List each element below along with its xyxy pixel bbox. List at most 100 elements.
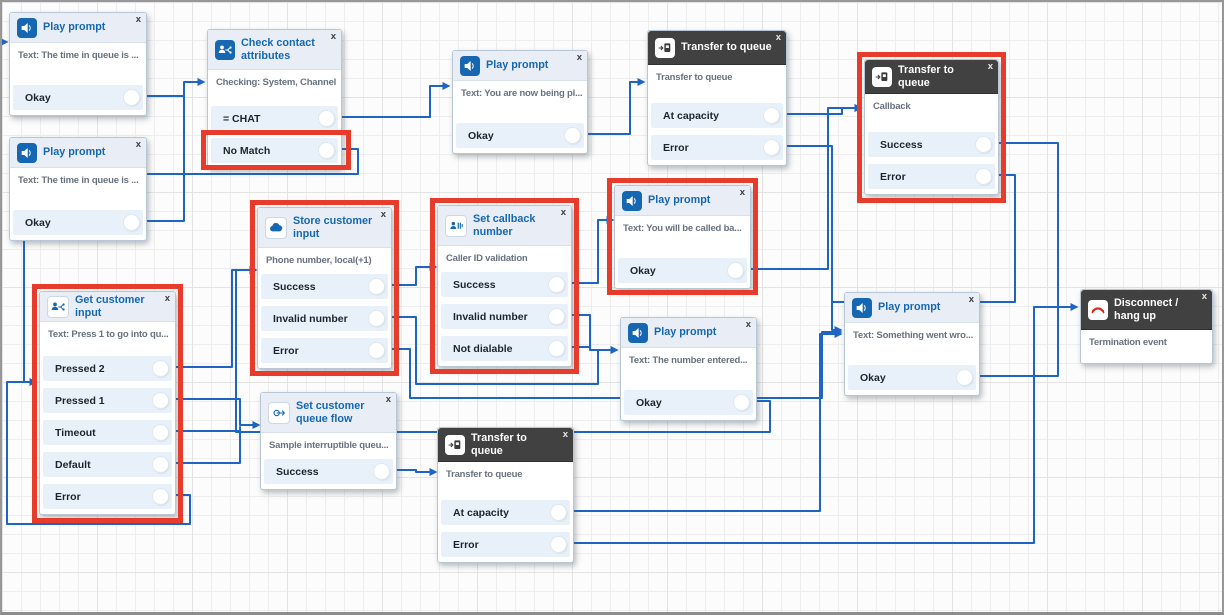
connector-dot[interactable] bbox=[319, 143, 334, 158]
connector-dot[interactable] bbox=[551, 505, 566, 520]
connector-dot[interactable] bbox=[374, 464, 389, 479]
connector-dot[interactable] bbox=[764, 108, 779, 123]
connector-dot[interactable] bbox=[153, 457, 168, 472]
output-label: Okay bbox=[25, 91, 51, 104]
output-success[interactable]: Success bbox=[441, 272, 568, 297]
block-description: Phone number, local(+1) bbox=[266, 255, 372, 266]
connector-dot[interactable] bbox=[734, 395, 749, 410]
connector-dot[interactable] bbox=[565, 128, 580, 143]
block-title: Transfer to queue bbox=[898, 64, 954, 89]
output-not-dialable[interactable]: Not dialable bbox=[441, 336, 568, 361]
connection-line bbox=[583, 78, 646, 135]
output-error[interactable]: Error bbox=[868, 164, 995, 189]
output-label: At capacity bbox=[453, 506, 510, 519]
close-icon[interactable]: x bbox=[330, 31, 336, 42]
output-chat[interactable]: = CHAT bbox=[211, 106, 338, 131]
output-pressed-1[interactable]: Pressed 1 bbox=[43, 388, 172, 413]
output-okay[interactable]: Okay bbox=[618, 258, 747, 283]
transfer-queue-icon bbox=[872, 66, 892, 87]
output-at-capacity[interactable]: At capacity bbox=[651, 103, 783, 128]
connector-dot[interactable] bbox=[153, 425, 168, 440]
close-icon[interactable]: x bbox=[385, 394, 391, 405]
close-icon[interactable]: x bbox=[164, 293, 170, 304]
close-icon[interactable]: x bbox=[135, 14, 141, 25]
output-default[interactable]: Default bbox=[43, 452, 172, 477]
connector-dot[interactable] bbox=[728, 263, 743, 278]
block-title: Get customer input bbox=[75, 294, 145, 319]
close-icon[interactable]: x bbox=[560, 207, 566, 218]
connection-line bbox=[171, 426, 241, 432]
output-okay[interactable]: Okay bbox=[848, 365, 976, 390]
connector-dot[interactable] bbox=[124, 215, 139, 230]
connector-dot[interactable] bbox=[369, 279, 384, 294]
output-okay[interactable]: Okay bbox=[13, 85, 143, 110]
close-icon[interactable]: x bbox=[987, 61, 993, 72]
connector-dot[interactable] bbox=[153, 393, 168, 408]
connector-dot[interactable] bbox=[124, 90, 139, 105]
output-pressed-2[interactable]: Pressed 2 bbox=[43, 356, 172, 381]
connector-dot[interactable] bbox=[319, 111, 334, 126]
output-label: Okay bbox=[860, 371, 886, 384]
connector-dot[interactable] bbox=[976, 169, 991, 184]
connector-dot[interactable] bbox=[153, 489, 168, 504]
close-icon[interactable]: x bbox=[968, 294, 974, 305]
connector-dot[interactable] bbox=[551, 537, 566, 552]
output-invalid-number[interactable]: Invalid number bbox=[261, 306, 388, 331]
close-icon[interactable]: x bbox=[739, 187, 745, 198]
connector-dot[interactable] bbox=[153, 361, 168, 376]
output-label: Error bbox=[453, 538, 479, 551]
output-at-capacity[interactable]: At capacity bbox=[441, 500, 570, 525]
connector-dot[interactable] bbox=[764, 140, 779, 155]
output-invalid-number[interactable]: Invalid number bbox=[441, 304, 568, 329]
close-icon[interactable]: x bbox=[576, 52, 582, 63]
block-description: Checking: System, Channel bbox=[216, 77, 337, 88]
output-error[interactable]: Error bbox=[43, 484, 172, 509]
output-success[interactable]: Success bbox=[868, 132, 995, 157]
connector-dot[interactable] bbox=[369, 311, 384, 326]
close-icon[interactable]: x bbox=[135, 139, 141, 150]
output-no-match[interactable]: No Match bbox=[211, 138, 338, 163]
output-success[interactable]: Success bbox=[261, 274, 388, 299]
output-okay[interactable]: Okay bbox=[13, 210, 143, 235]
connector-dot[interactable] bbox=[976, 137, 991, 152]
output-okay[interactable]: Okay bbox=[456, 123, 584, 148]
connector-dot[interactable] bbox=[957, 370, 972, 385]
branch-person-icon bbox=[47, 295, 69, 318]
output-timeout[interactable]: Timeout bbox=[43, 420, 172, 445]
output-error[interactable]: Error bbox=[261, 338, 388, 363]
block-description: Transfer to queue bbox=[656, 72, 733, 83]
connector-dot[interactable] bbox=[369, 343, 384, 358]
connector-dot[interactable] bbox=[549, 277, 564, 292]
output-success[interactable]: Success bbox=[264, 459, 393, 484]
connection-line bbox=[567, 216, 615, 284]
close-icon[interactable]: x bbox=[1201, 291, 1207, 302]
output-okay[interactable]: Okay bbox=[624, 390, 753, 415]
close-icon[interactable]: x bbox=[775, 32, 781, 43]
output-error[interactable]: Error bbox=[441, 532, 570, 557]
connector-dot[interactable] bbox=[549, 341, 564, 356]
close-icon[interactable]: x bbox=[745, 319, 751, 330]
close-icon[interactable]: x bbox=[562, 429, 568, 440]
close-icon[interactable]: x bbox=[380, 209, 386, 220]
output-error[interactable]: Error bbox=[651, 135, 783, 160]
connector-dot[interactable] bbox=[549, 309, 564, 324]
